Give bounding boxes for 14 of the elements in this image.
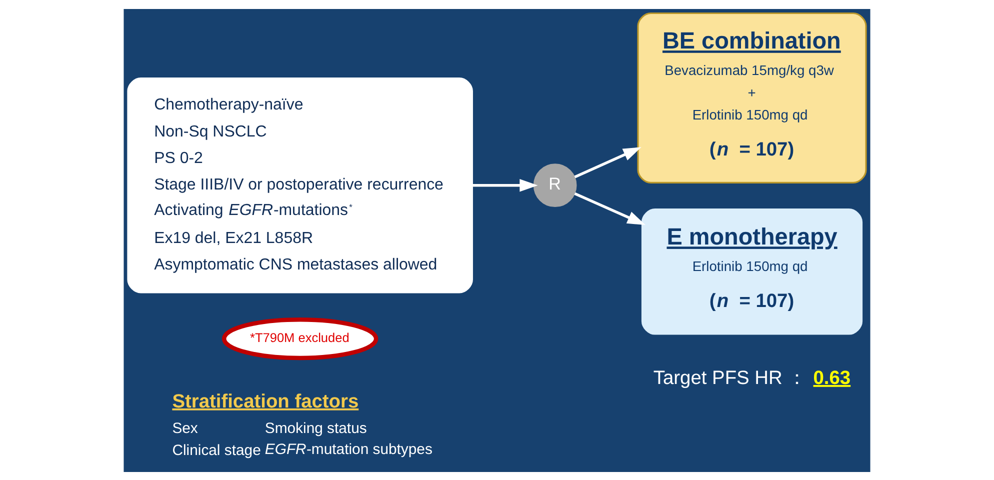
node-box: E monotherapy Erlotinib 150mg qd (n = 107) (641, 208, 863, 334)
label: Sex (172, 420, 198, 436)
label: Clinical stage (172, 442, 261, 459)
label: EGFR-mutation subtypes (264, 442, 432, 458)
label: Target PFS HR ： 0.63 (653, 367, 851, 388)
arrow (472, 178, 538, 192)
node-circle: R (533, 163, 577, 207)
label: Stratification factors (172, 390, 359, 412)
node-ellipse: *T790M excluded (222, 317, 378, 360)
node-box: Chemotherapy-naïve Non-Sq NSCLC PS 0-2 Stage IIIB/IV or postoperative recurrence Activating EGFR-mutations$^{*}$ Ex19 del, Ex21 L858R Asymptomatic CNS metastases allowed (127, 76, 473, 293)
label: Smoking status (264, 420, 367, 436)
node-box: BE combination Bevacizumab 15mg/kg q3w + Erlotinib 150mg qd (n = 107) (637, 12, 867, 183)
arrow (574, 192, 646, 224)
arrow (574, 146, 642, 178)
